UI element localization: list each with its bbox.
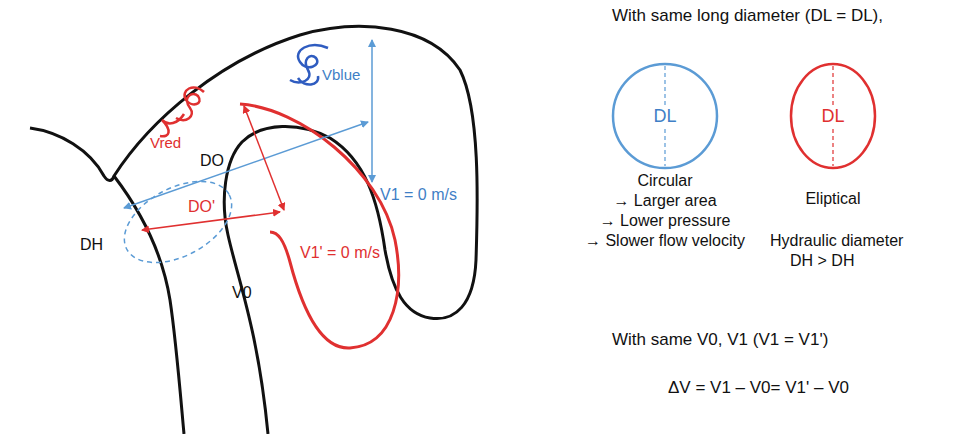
dimension-arrow xyxy=(124,122,368,208)
text-row: DL xyxy=(600,106,730,127)
circle-section: DLCircular→ Larger area→ Lower pressure→… xyxy=(600,60,730,280)
text-row: Circular xyxy=(560,172,770,190)
node-text: → Slower flow velocity xyxy=(585,232,745,249)
diameter-label: DL xyxy=(651,106,678,126)
label: Vred xyxy=(150,134,181,151)
label: DO xyxy=(200,152,224,170)
label: With same long diameter (DL = DL), xyxy=(612,6,883,26)
label: Vblue xyxy=(322,66,360,83)
dashed-ellipse xyxy=(111,165,245,279)
node-text: → Larger area xyxy=(613,192,716,209)
text-row: → Lower pressure xyxy=(560,212,770,230)
text-row: DL xyxy=(780,106,886,127)
red-contour xyxy=(240,104,399,348)
text-row: Eliptical xyxy=(740,190,926,208)
label: With same V0, V1 (V1 = V1') xyxy=(612,330,828,350)
dimension-arrow xyxy=(371,40,373,182)
node-text: → Lower pressure xyxy=(600,212,731,229)
vessel-wall xyxy=(114,176,184,434)
label: ΔV = V1 – V0= V1' – V0 xyxy=(668,378,849,398)
label: V1' = 0 m/s xyxy=(300,244,380,262)
diameter-label: DL xyxy=(819,106,846,126)
text-row: → Slower flow velocity xyxy=(560,232,770,250)
label: DH xyxy=(80,236,103,254)
label: DO' xyxy=(188,198,215,216)
label: Hydraulic diameter xyxy=(770,232,903,250)
dimension-arrow xyxy=(244,106,284,210)
node-text: Circular xyxy=(637,172,692,189)
node-text: Eliptical xyxy=(805,190,860,207)
label: DH > DH xyxy=(790,252,854,270)
text-row: → Larger area xyxy=(560,192,770,210)
label: V0 xyxy=(232,284,252,302)
label: V1 = 0 m/s xyxy=(380,186,457,204)
ellipse-section: DL Eliptical xyxy=(780,60,886,220)
vortex-symbol xyxy=(160,87,204,136)
vessel-wall xyxy=(30,27,477,434)
